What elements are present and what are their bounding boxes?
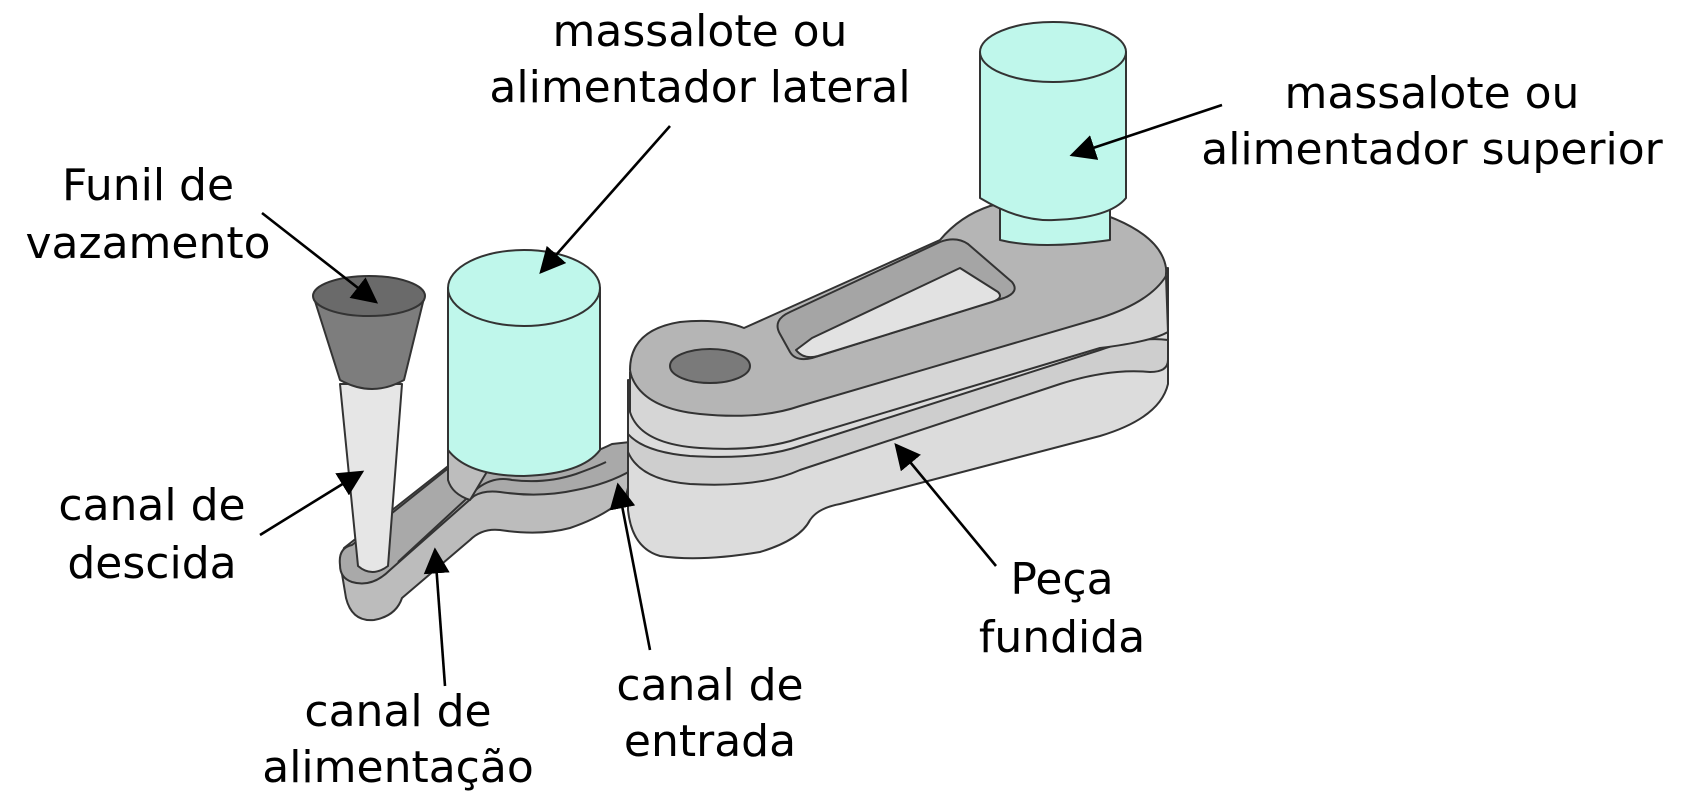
leader-canal-alimentacao [423, 547, 450, 687]
label-canal-entrada-line1: canal de [616, 660, 803, 711]
label-canal-descida-line2: descida [67, 538, 236, 589]
funil-de-vazamento-shape [312, 275, 426, 390]
label-canal-descida: canal de descida [58, 480, 245, 589]
leader-canal-descida [259, 470, 365, 537]
hole [669, 348, 751, 384]
label-canal-alimentacao-line2: alimentação [262, 742, 534, 792]
label-massalote-lateral-line2: alimentador lateral [489, 62, 910, 113]
label-funil-line2: vazamento [25, 218, 270, 269]
label-peca-line2: fundida [979, 612, 1145, 663]
massalote-superior-shape [979, 21, 1127, 246]
label-canal-entrada: canal de entrada [616, 660, 803, 767]
label-massalote-superior-line2: alimentador superior [1201, 124, 1663, 175]
leader-canal-entrada [609, 482, 652, 651]
label-canal-entrada-line2: entrada [624, 716, 796, 767]
label-massalote-superior: massalote ou alimentador superior [1201, 68, 1663, 175]
label-massalote-lateral: massalote ou alimentador lateral [489, 6, 910, 113]
peca-fundida-shape [627, 200, 1169, 560]
massalote-lateral-shape [447, 249, 601, 477]
leader-funil [261, 211, 379, 304]
label-funil: Funil de vazamento [25, 160, 270, 269]
label-massalote-superior-line1: massalote ou [1285, 68, 1580, 119]
leader-peca [894, 442, 998, 567]
label-funil-line1: Funil de [62, 160, 234, 211]
label-canal-alimentacao: canal de alimentação [262, 686, 534, 792]
label-massalote-lateral-line1: massalote ou [553, 6, 848, 57]
leader-massalote-lateral [539, 125, 671, 274]
leader-massalote-superior [1069, 103, 1223, 160]
label-canal-alimentacao-line1: canal de [304, 686, 491, 737]
label-canal-descida-line1: canal de [58, 480, 245, 531]
canal-de-descida-shape [339, 383, 403, 573]
label-peca: Peça fundida [979, 554, 1145, 663]
label-peca-line1: Peça [1010, 554, 1113, 605]
